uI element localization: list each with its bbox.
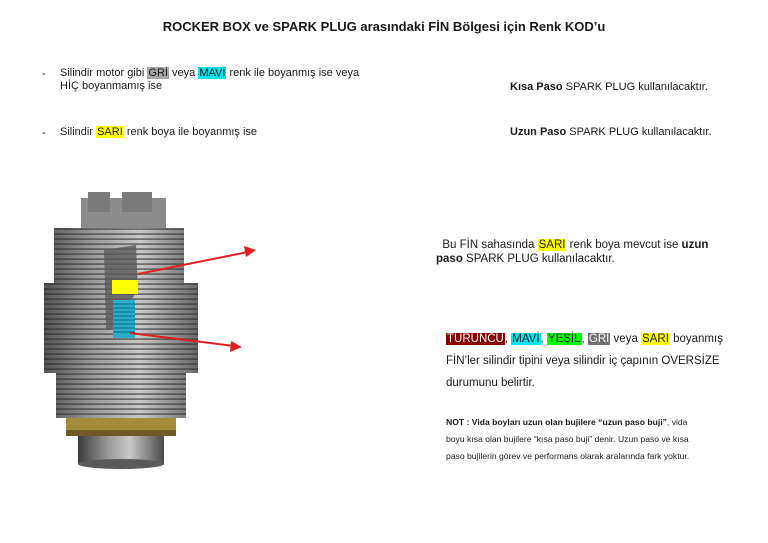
bullet1-result-rest: SPARK PLUG kullanılacaktır. bbox=[562, 81, 708, 93]
sari-highlight: SARI bbox=[96, 126, 124, 138]
sep: , bbox=[504, 333, 512, 345]
fin-part1: Bu FİN sahasında bbox=[442, 239, 538, 251]
bullet2-part2: renk boya ile boyanmış ise bbox=[123, 126, 258, 138]
colors-part-end: boyanmış bbox=[669, 333, 723, 345]
kisa-paso-label: Kısa Paso bbox=[510, 81, 563, 93]
bullet1-result: Kısa Paso SPARK PLUG kullanılacaktır. bbox=[510, 81, 708, 94]
arrow-to-colors-text bbox=[129, 332, 235, 347]
yesil-highlight: YEŞİL bbox=[546, 333, 582, 345]
colors-text: TURUNCU, MAVİ, YEŞİL, GRİ veya SARI boya… bbox=[446, 328, 766, 394]
cylinder-drawing bbox=[44, 192, 198, 469]
bullet2-result-rest: SPARK PLUG kullanılacaktır. bbox=[566, 126, 712, 138]
gri-highlight: GRİ bbox=[147, 67, 169, 79]
yellow-fin-mark bbox=[112, 280, 138, 294]
turuncu-highlight: TURUNCU bbox=[446, 333, 505, 345]
gri-highlight: GRİ bbox=[587, 333, 611, 345]
sari-highlight: SARI bbox=[537, 239, 567, 251]
bullet-dash: - bbox=[42, 68, 46, 80]
note-quote: “uzun paso buji” bbox=[598, 417, 667, 427]
note-label: NOT : Vida boyları uzun olan bujilere bbox=[446, 417, 599, 427]
uzun-paso-label: Uzun Paso bbox=[510, 126, 567, 138]
colors-line3: durumunu belirtir. bbox=[446, 377, 535, 389]
note-line2: boyu kısa olan bujilere “kısa paso buji”… bbox=[446, 434, 689, 444]
fin-bold-paso: paso bbox=[436, 253, 463, 265]
sep: , bbox=[540, 333, 547, 345]
bullet-dash: - bbox=[42, 127, 46, 139]
fin-text: Bu FİN sahasında SARI renk boya mevcut i… bbox=[436, 238, 756, 266]
mavi-highlight: MAVİ bbox=[511, 333, 541, 345]
cylinder-image bbox=[26, 190, 216, 475]
colors-line2: FİN’ler silindir tipini veya silindir iç… bbox=[446, 355, 720, 367]
arrow-to-fin-text bbox=[137, 251, 249, 275]
note-block: NOT : Vida boyları uzun olan bujilere “u… bbox=[446, 414, 761, 465]
bullet1-part2: veya bbox=[168, 67, 199, 79]
sep: veya bbox=[610, 333, 642, 345]
sari-highlight: SARI bbox=[641, 333, 670, 345]
bullet1-line2: HİÇ boyanmamış ise bbox=[60, 80, 163, 92]
fin-bold-uzun: uzun bbox=[681, 239, 709, 251]
sep: , bbox=[581, 333, 588, 345]
bullet1-part3: renk ile boyanmış ise veya bbox=[226, 67, 360, 79]
page-title: ROCKER BOX ve SPARK PLUG arasındaki FİN … bbox=[162, 19, 606, 34]
fin-part3: SPARK PLUG kullanılacaktır. bbox=[462, 253, 615, 265]
note-line1-rest: , vida bbox=[666, 417, 688, 427]
bullet2-result: Uzun Paso SPARK PLUG kullanılacaktır. bbox=[510, 126, 712, 139]
bullet2-part1: Silindir bbox=[60, 126, 97, 138]
bullet1-text: Silindir motor gibi GRİ veya MAVİ renk i… bbox=[60, 67, 420, 93]
bullet2-text: Silindir SARI renk boya ile boyanmış ise bbox=[60, 126, 257, 139]
mavi-highlight: MAVİ bbox=[198, 67, 227, 79]
bullet1-part1: Silindir motor gibi bbox=[60, 67, 148, 79]
note-line3: paso bujilerin görev ve performans olara… bbox=[446, 451, 690, 461]
fin-part2: renk boya mevcut ise bbox=[566, 239, 682, 251]
